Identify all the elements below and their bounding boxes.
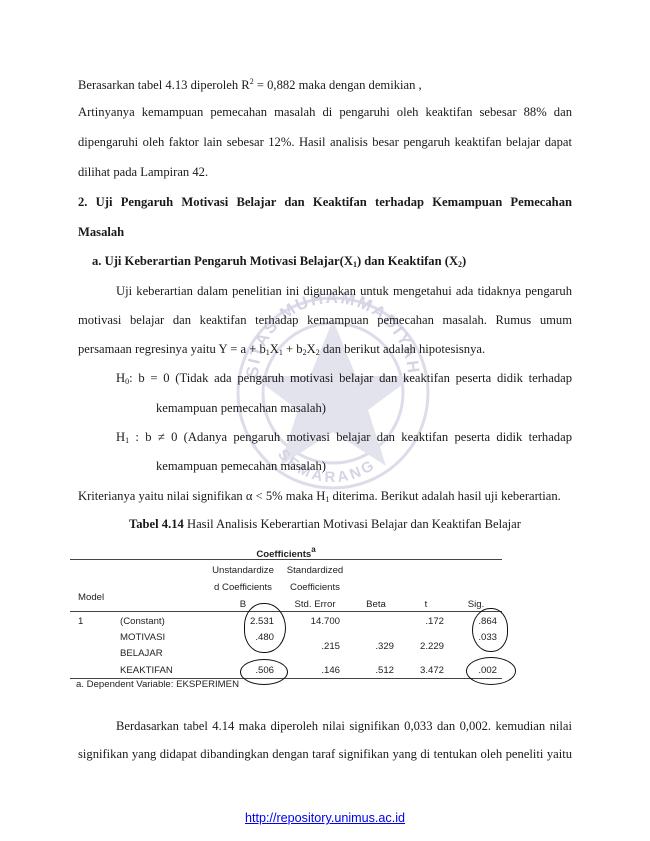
subscript: 1 (265, 348, 270, 357)
annotation-circle-sig (472, 608, 508, 652)
repository-link[interactable]: http://repository.unimus.ac.id (244, 811, 406, 825)
text-segment: H (116, 430, 126, 444)
header-unstandardized-1: Unstandardize (212, 565, 274, 576)
header-t: t (424, 599, 428, 610)
subscript: 1 (278, 348, 283, 357)
row-motivasi-se: .215 (321, 641, 340, 652)
text-segment: ) (462, 254, 467, 268)
header-beta: Beta (366, 599, 386, 610)
text-segment: Kriterianya yaitu nilai signifikan α < 5… (78, 489, 326, 503)
paragraph-r-squared: Berasarkan tabel 4.13 diperoleh R2 = 0,8… (78, 74, 422, 93)
table-bottom-rule (70, 678, 502, 679)
hypothesis-h1-cont: kemampuan pemecahan masalah) (156, 459, 326, 473)
subscript: 0 (125, 377, 130, 386)
subscript: 2 (302, 348, 307, 357)
table-header-rule (70, 611, 502, 612)
text-segment: : b ≠ 0 (Adanya pengaruh motivasi belaja… (129, 430, 572, 444)
row-keaktifan-se: .146 (321, 665, 340, 676)
university-seal-watermark: SITAS MUHAMMADIYAH SEMARANG (236, 288, 430, 490)
header-unstandardized-2: d Coefficients (214, 582, 272, 593)
row-keaktifan-beta: .512 (375, 665, 394, 676)
subscript: 2 (458, 260, 463, 269)
annotation-circle-b (244, 603, 286, 653)
table-top-rule (70, 559, 502, 560)
table-caption: Tabel 4.14 Hasil Analisis Keberartian Mo… (0, 516, 650, 532)
text-segment: + b (282, 342, 303, 356)
hypothesis-h0: H0: b = 0 (Tidak ada pengaruh motivasi b… (116, 370, 572, 390)
text-segment: Berasarkan tabel 4.13 diperoleh R (78, 78, 250, 92)
header-sig: Sig. (467, 599, 485, 610)
row-model-number: 1 (78, 616, 84, 627)
text-segment: dan berikut adalah hipotesisnya. (319, 342, 486, 356)
text-segment: persamaan regresinya yaitu Y = a + b (78, 342, 266, 356)
table-title-text: Coefficients (256, 549, 312, 560)
header-standardized-2: Coefficients (290, 582, 340, 593)
text-segment: H (116, 371, 126, 385)
hypothesis-h0-cont: kemampuan pemecahan masalah) (156, 401, 326, 415)
subscript: 1 (352, 260, 357, 269)
section-heading: 2. Uji Pengaruh Motivasi Belajar dan Kea… (78, 195, 572, 209)
section-heading-cont: Masalah (78, 225, 125, 239)
regression-equation-line: persamaan regresinya yaitu Y = a + b1X1 … (78, 341, 485, 361)
header-model: Model (78, 592, 105, 603)
paragraph-line: dipengaruhi oleh faktor lain sebesar 12%… (78, 135, 572, 149)
paragraph-line: Berdasarkan tabel 4.14 maka diperoleh ni… (116, 719, 572, 733)
text-segment: = 0,882 maka dengan demikian , (253, 78, 422, 92)
row-motivasi-t: 2.229 (419, 641, 444, 652)
row-constant-t: .172 (425, 616, 444, 627)
hypothesis-h1: H1 : b ≠ 0 (Adanya pengaruh motivasi bel… (116, 429, 572, 449)
subsection-heading: a. Uji Keberartian Pengaruh Motivasi Bel… (92, 253, 466, 273)
superscript: a (311, 545, 316, 554)
paragraph-line: dilihat pada Lampiran 42. (78, 165, 209, 179)
row-motivasi-beta: .329 (375, 641, 394, 652)
caption-text: Hasil Analisis Keberartian Motivasi Bela… (183, 517, 521, 531)
caption-label: Tabel 4.14 (129, 517, 184, 531)
row-motivasi-label-1: MOTIVASI (120, 632, 166, 643)
paragraph-line: Uji keberartian dalam penelitian ini dig… (116, 284, 572, 298)
text-segment: a. Uji Keberartian Pengaruh Motivasi Bel… (92, 254, 353, 268)
paragraph-line: signifikan yang didapat dibandingkan den… (78, 747, 572, 761)
header-standardized-1: Standardized (286, 565, 344, 576)
text-segment: ) dan Keaktifan (X (356, 254, 459, 268)
text-segment: X (269, 342, 279, 356)
criteria-line: Kriterianya yaitu nilai signifikan α < 5… (78, 488, 561, 508)
table-title: Coefficientsa (70, 545, 502, 560)
annotation-circle-sig-keaktifan (466, 657, 516, 685)
row-constant-label: (Constant) (120, 616, 165, 627)
subscript: 1 (325, 495, 330, 504)
header-std-error: Std. Error (294, 599, 336, 610)
text-segment: : b = 0 (Tidak ada pengaruh motivasi bel… (129, 371, 572, 385)
subscript: 2 (315, 348, 320, 357)
superscript: 2 (249, 77, 254, 86)
paragraph-line: Artinyanya kemampuan pemecahan masalah d… (78, 105, 572, 119)
paragraph-line: motivasi belajar dan keaktifan terhadap … (78, 313, 572, 327)
row-keaktifan-t: 3.472 (419, 665, 444, 676)
text-segment: X (306, 342, 316, 356)
row-keaktifan-label: KEAKTIFAN (120, 665, 173, 676)
subscript: 1 (125, 436, 130, 445)
text-segment: diterima. Berikut adalah hasil uji keber… (329, 489, 561, 503)
row-motivasi-label-2: BELAJAR (120, 648, 163, 659)
table-footnote: a. Dependent Variable: EKSPERIMEN (76, 679, 239, 690)
annotation-circle-b-keaktifan (240, 659, 288, 685)
header-b: B (239, 599, 247, 610)
row-constant-se: 14.700 (310, 616, 340, 627)
